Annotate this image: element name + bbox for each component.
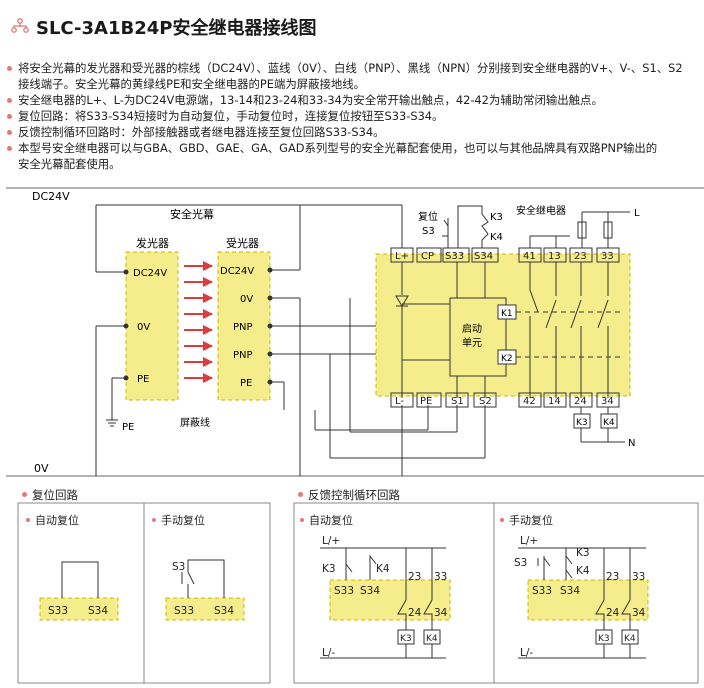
zero-v-label: 0V bbox=[34, 462, 49, 475]
terminal-label: 23 bbox=[408, 571, 421, 583]
terminal-label: PE bbox=[420, 396, 432, 407]
terminal-label: 23 bbox=[574, 251, 587, 262]
k3-label: K3 bbox=[576, 547, 590, 559]
title-bar: SLC-3A1B24P安全继电器接线图 bbox=[6, 8, 704, 42]
relay-label: 安全继电器 bbox=[516, 204, 566, 217]
start-unit bbox=[449, 297, 507, 377]
terminal-label: 34 bbox=[601, 396, 614, 407]
terminal-label: S33 bbox=[445, 251, 464, 262]
manual-reset-label: 手动复位 bbox=[152, 512, 205, 528]
reset-circuit-title: 复位回路 bbox=[22, 487, 78, 503]
terminal-label: 41 bbox=[523, 251, 536, 262]
note-item: 接线端子。安全光幕的黄绿线PE和安全继电器的PE端为屏蔽接地线。 bbox=[18, 77, 366, 91]
note-item: 安全继电器的L+、L-为DC24V电源端，13-14和23-24和33-34为安… bbox=[6, 92, 704, 108]
l-minus-label: L/- bbox=[322, 647, 335, 659]
k4-label: K4 bbox=[576, 565, 590, 577]
terminal-label: L+ bbox=[395, 251, 409, 262]
terminal-label: S34 bbox=[360, 585, 380, 597]
note-item: 安全光幕配套使用。 bbox=[18, 157, 121, 171]
k3-coil-label: K3 bbox=[598, 634, 610, 644]
s3-label: S3 bbox=[172, 561, 185, 573]
terminal-label: S33 bbox=[174, 605, 194, 617]
terminal-label: 33 bbox=[601, 251, 614, 262]
s3-label: S3 bbox=[514, 557, 527, 569]
k3-label: K3 bbox=[322, 563, 336, 575]
emitter-pin: PE bbox=[137, 374, 149, 385]
emitter-pin: 0V bbox=[137, 322, 150, 333]
k4-label: K4 bbox=[490, 232, 503, 243]
page-title: SLC-3A1B24P安全继电器接线图 bbox=[36, 18, 317, 39]
terminal-label: CP bbox=[421, 251, 434, 262]
notes-list: 将安全光幕的发光器和受光器的棕线（DC24V）、蓝线（0V）、白线（PNP）、黑… bbox=[6, 60, 704, 172]
terminal-label: S1 bbox=[451, 396, 464, 407]
terminal-label: S34 bbox=[214, 605, 234, 617]
pe-label: PE bbox=[122, 422, 134, 433]
curtain-label: 安全光幕 bbox=[170, 207, 214, 221]
l-label: L bbox=[634, 208, 640, 219]
k3-coil-label: K3 bbox=[400, 634, 412, 644]
terminal-label: S33 bbox=[334, 585, 354, 597]
terminal-label: 24 bbox=[574, 396, 587, 407]
start-unit-label: 单元 bbox=[462, 337, 482, 349]
receiver-box bbox=[217, 251, 271, 401]
dc24v-label: DC24V bbox=[32, 190, 70, 203]
start-unit-label: 启动 bbox=[462, 322, 482, 335]
ground-icon bbox=[106, 419, 118, 427]
k2-label: K2 bbox=[501, 354, 513, 364]
terminal-label: S33 bbox=[48, 605, 68, 617]
l-minus-label: L/- bbox=[520, 647, 533, 659]
light-beam-arrows bbox=[184, 261, 213, 383]
receiver-pin: 0V bbox=[240, 294, 253, 305]
terminal-label: S33 bbox=[532, 585, 552, 597]
terminal-label: S34 bbox=[88, 605, 108, 617]
terminal-label: 24 bbox=[606, 607, 620, 619]
note-item: 将安全光幕的发光器和受光器的棕线（DC24V）、蓝线（0V）、白线（PNP）、黑… bbox=[6, 60, 704, 76]
terminal-label: L- bbox=[395, 396, 404, 407]
note-item: 本型号安全继电器可以与GBA、GBD、GAE、GA、GAD系列型号的安全光幕配套… bbox=[6, 140, 704, 156]
receiver-pin: PNP bbox=[233, 350, 253, 361]
terminal-label: 33 bbox=[632, 571, 645, 583]
terminal-label: S34 bbox=[474, 251, 493, 262]
terminal-label: 34 bbox=[434, 607, 448, 619]
s3-label: S3 bbox=[422, 226, 435, 237]
receiver-pin: DC24V bbox=[220, 266, 254, 277]
terminal-label: S2 bbox=[479, 396, 492, 407]
receiver-label: 受光器 bbox=[226, 236, 259, 250]
feedback-circuit-title: 反馈控制循环回路 bbox=[298, 487, 400, 503]
l-plus-label: L/+ bbox=[322, 535, 340, 547]
reset-label: 复位 bbox=[418, 210, 438, 223]
k4-coil-label: K4 bbox=[426, 634, 438, 644]
k4-coil-label: K4 bbox=[624, 634, 636, 644]
terminal-label: 42 bbox=[523, 396, 536, 407]
fb-manual-reset-label: 手动复位 bbox=[500, 512, 553, 528]
note-item: 复位回路：将S33-S34短接时为自动复位，手动复位时，连接复位按钮至S33-S… bbox=[6, 108, 704, 124]
emitter-box bbox=[125, 251, 179, 401]
k4-coil-label: K4 bbox=[603, 418, 615, 428]
shield-label: 屏蔽线 bbox=[180, 416, 210, 429]
k4-label: K4 bbox=[376, 563, 390, 575]
fb-auto-reset-label: 自动复位 bbox=[300, 512, 353, 528]
n-label: N bbox=[628, 438, 635, 449]
k3-label: K3 bbox=[490, 212, 503, 223]
receiver-pin: PE bbox=[240, 378, 252, 389]
auto-reset-label: 自动复位 bbox=[26, 512, 79, 528]
note-item: 反馈控制循环回路时：外部接触器或者继电器连接至复位回路S33-S34。 bbox=[6, 124, 704, 140]
terminal-label: 23 bbox=[606, 571, 619, 583]
receiver-pin: PNP bbox=[233, 322, 253, 333]
terminal-label: 13 bbox=[548, 251, 561, 262]
k3-coil-label: K3 bbox=[576, 418, 588, 428]
k1-label: K1 bbox=[501, 309, 513, 319]
emitter-label: 发光器 bbox=[136, 236, 169, 250]
terminal-label: 14 bbox=[548, 396, 561, 407]
terminal-label: 33 bbox=[434, 571, 447, 583]
terminal-label: 24 bbox=[408, 607, 422, 619]
l-plus-label: L/+ bbox=[520, 535, 538, 547]
terminal-label: 34 bbox=[632, 607, 646, 619]
emitter-pin: DC24V bbox=[133, 268, 167, 279]
terminal-label: S34 bbox=[560, 585, 580, 597]
circuit-icon bbox=[11, 18, 29, 33]
